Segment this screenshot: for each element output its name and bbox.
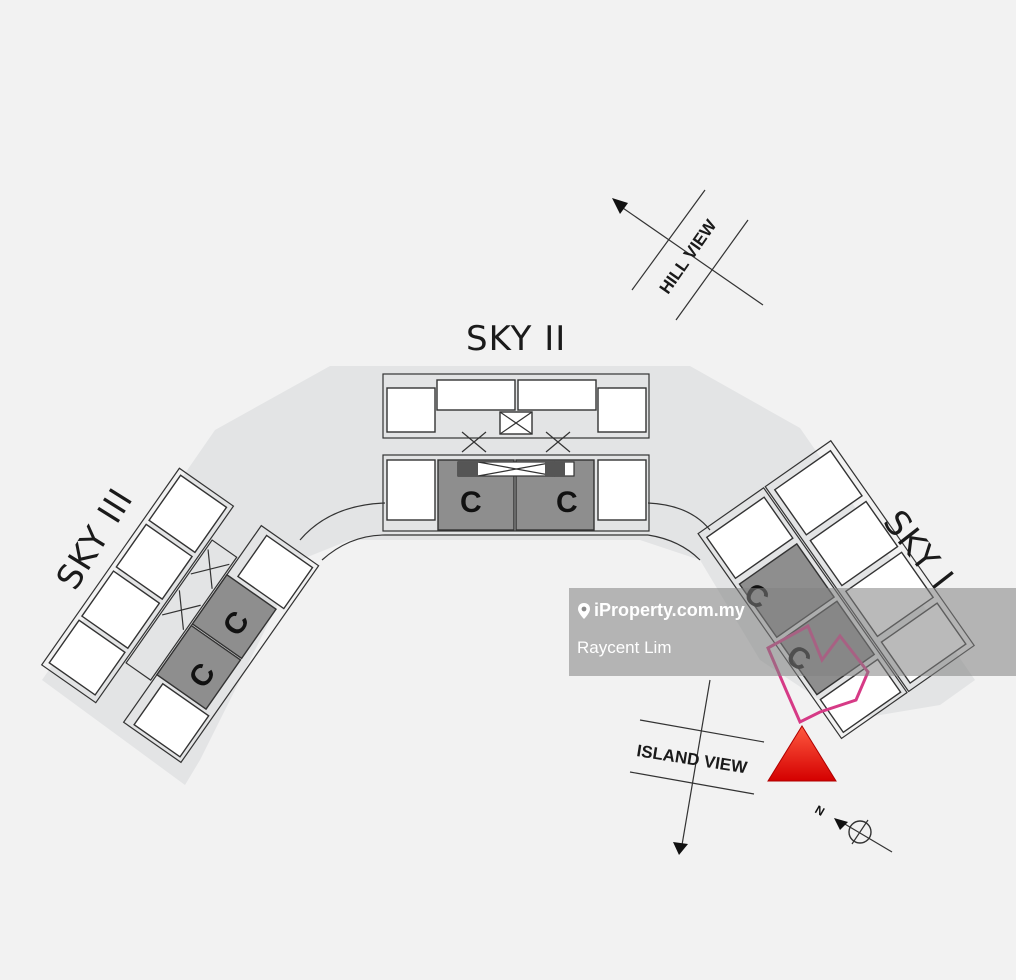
tower-sky-iii-block	[40, 467, 320, 764]
island-view-label: ISLAND VIEW	[635, 741, 749, 777]
compass-icon: N	[813, 802, 893, 853]
hill-view-indicator: HILL VIEW	[612, 189, 764, 321]
building-footprint	[42, 366, 975, 785]
tower-sky-ii-block	[382, 373, 650, 532]
watermark-overlay: iProperty.com.my Raycent Lim	[569, 588, 1016, 676]
tower-label-sky-ii: SKY II	[466, 319, 566, 359]
watermark-brand: iProperty.com.my	[577, 600, 745, 621]
hill-view-label: HILL VIEW	[656, 215, 721, 297]
location-marker-icon	[767, 725, 837, 782]
watermark-brand-text: iProperty.com.my	[594, 600, 745, 620]
unit-label: C	[556, 486, 578, 519]
compass-north-label: N	[813, 802, 828, 818]
arrow-up-left-icon	[612, 198, 628, 214]
location-pin-icon	[578, 602, 590, 619]
unit-label: C	[460, 486, 482, 519]
corridor	[299, 502, 711, 561]
watermark-agent-name: Raycent Lim	[577, 638, 672, 657]
island-view-indicator: ISLAND VIEW	[629, 679, 765, 855]
arrow-down-icon	[673, 842, 688, 855]
